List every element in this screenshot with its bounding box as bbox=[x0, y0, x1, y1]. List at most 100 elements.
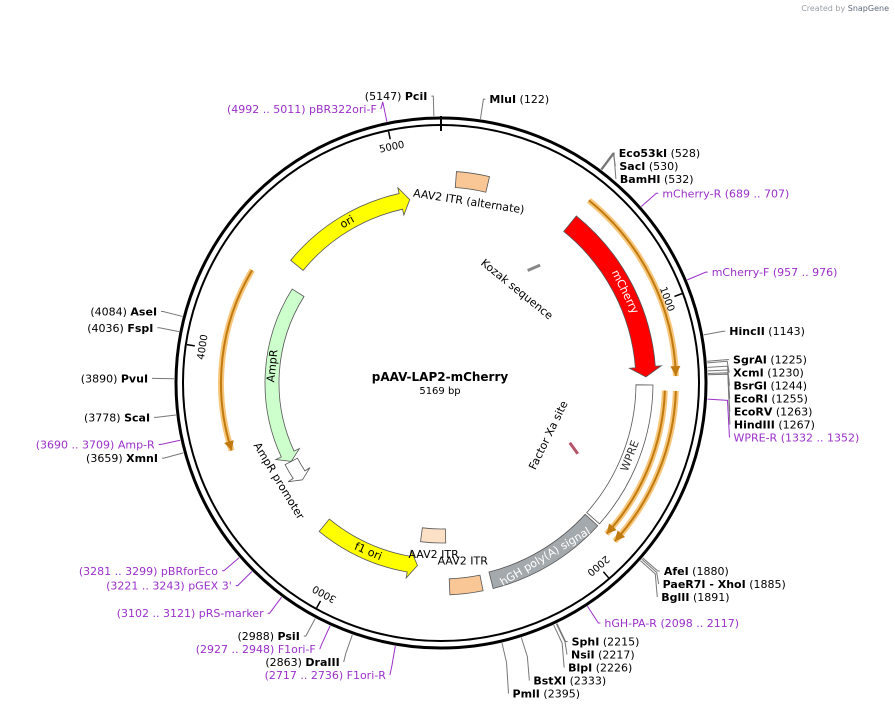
site-leader bbox=[707, 359, 730, 362]
site-position: (4036) bbox=[87, 322, 124, 335]
site-position: (2988) bbox=[237, 630, 274, 643]
feature-shape bbox=[420, 527, 447, 544]
site-label: XcmI (1230) bbox=[733, 367, 804, 380]
feature-label: Factor Xa site bbox=[526, 399, 571, 472]
tick-label: 2000 bbox=[585, 553, 611, 578]
site-leader bbox=[707, 398, 730, 438]
site-label: (4036) FspI bbox=[87, 322, 153, 335]
site-name: PvuI bbox=[121, 372, 148, 385]
site-label: (3221 .. 3243) pGEX 3' bbox=[106, 580, 232, 593]
site-position: (2333) bbox=[570, 675, 607, 688]
site-name: MluI bbox=[489, 93, 516, 106]
site-label: (3102 .. 3121) pRS-marker bbox=[117, 607, 264, 620]
site-position: (530) bbox=[649, 160, 679, 173]
plasmid-backbone bbox=[174, 116, 708, 650]
feature-arrow bbox=[220, 269, 254, 451]
site-position: (1880) bbox=[692, 565, 729, 578]
site-name: EcoRV bbox=[734, 406, 773, 419]
site-position: (3281 .. 3299) bbox=[79, 565, 158, 578]
site-position: (2927 .. 2948) bbox=[196, 643, 275, 656]
feature-shape bbox=[448, 574, 484, 596]
site-label: PaeR7I - XhoI (1885) bbox=[663, 578, 786, 591]
tick-label: 4000 bbox=[196, 334, 211, 361]
tick-mark bbox=[674, 292, 683, 298]
site-name: FspI bbox=[127, 322, 153, 335]
feature-shape bbox=[586, 384, 654, 525]
site-name: F1ori-F bbox=[278, 643, 316, 656]
feature-label: AAV2 ITR (alternate) bbox=[412, 187, 525, 217]
site-position: (3102 .. 3121) bbox=[117, 607, 196, 620]
site-label: PmlI (2395) bbox=[513, 688, 580, 701]
site-name: hGH-PA-R bbox=[604, 617, 657, 630]
site-leader bbox=[154, 414, 176, 418]
site-leader bbox=[703, 330, 726, 336]
credit-prefix: Created by bbox=[801, 4, 846, 13]
site-position: (2395) bbox=[543, 688, 580, 701]
site-name: PsiI bbox=[278, 630, 300, 643]
site-leader bbox=[158, 439, 181, 446]
feature-mark bbox=[568, 441, 579, 455]
site-position: (528) bbox=[671, 147, 701, 160]
site-name: BsrGI bbox=[734, 380, 767, 393]
snapgene-brand: SnapGene bbox=[847, 4, 889, 13]
site-label: hGH-PA-R (2098 .. 2117) bbox=[604, 617, 739, 630]
site-name: BamHI bbox=[620, 173, 661, 186]
feature-arrowhead bbox=[670, 365, 681, 377]
site-label: NsiI (2217) bbox=[571, 649, 635, 662]
site-position: (2863) bbox=[265, 656, 302, 669]
site-leader bbox=[161, 310, 183, 317]
site-position: (1225) bbox=[770, 354, 807, 367]
feature-arrowhead bbox=[606, 523, 617, 534]
site-leader bbox=[343, 634, 353, 663]
site-leader bbox=[520, 637, 530, 681]
site-leader bbox=[707, 360, 730, 373]
site-name: pBRforEco bbox=[161, 565, 218, 578]
restriction-sites-layer: MluI (122)Eco53kI (528)SacI (530)BamHI (… bbox=[36, 90, 859, 700]
site-position: (532) bbox=[664, 173, 694, 186]
site-name: SphI bbox=[572, 636, 600, 649]
site-leader bbox=[157, 327, 180, 333]
site-position: (3659) bbox=[86, 452, 123, 465]
site-position: (4084) bbox=[90, 305, 127, 318]
feature-shape bbox=[454, 171, 491, 193]
site-name: AseI bbox=[130, 305, 157, 318]
site-label: (3281 .. 3299) pBRforEco bbox=[79, 565, 218, 578]
site-leader bbox=[389, 645, 396, 676]
site-position: (689 .. 707) bbox=[725, 187, 790, 200]
site-leader bbox=[707, 373, 731, 425]
snapgene-credit: Created by SnapGene bbox=[801, 4, 889, 13]
site-label: EcoRV (1263) bbox=[734, 406, 813, 419]
site-name: ScaI bbox=[124, 411, 150, 424]
site-name: DraIII bbox=[305, 656, 339, 669]
site-label: (4084) AseI bbox=[90, 305, 157, 318]
site-label: (3890) PvuI bbox=[81, 372, 148, 385]
site-label: Eco53kI (528) bbox=[619, 147, 700, 160]
site-position: (1332 .. 1352) bbox=[781, 432, 860, 445]
site-position: (1244) bbox=[770, 380, 807, 393]
site-label: (2863) DraIII bbox=[265, 656, 339, 669]
site-position: (2098 .. 2117) bbox=[660, 617, 739, 630]
site-label: mCherry-R (689 .. 707) bbox=[662, 187, 789, 200]
plasmid-name: pAAV-LAP2-mCherry bbox=[372, 370, 509, 384]
site-position: (1255) bbox=[771, 393, 808, 406]
site-name: HindIII bbox=[734, 419, 775, 432]
plasmid-size: 5169 bp bbox=[419, 386, 460, 397]
site-name: AfeI bbox=[664, 565, 689, 578]
site-position: (1885) bbox=[749, 578, 786, 591]
site-label: (5147) PciI bbox=[365, 90, 428, 103]
site-name: pRS-marker bbox=[199, 607, 264, 620]
feature-label: AmpR bbox=[264, 349, 280, 383]
site-leader bbox=[640, 192, 659, 207]
feature-shape bbox=[284, 457, 311, 483]
site-label: BamHI (532) bbox=[620, 173, 694, 186]
site-leader bbox=[235, 571, 253, 587]
site-leader bbox=[303, 618, 316, 637]
site-position: (5147) bbox=[365, 90, 402, 103]
site-name: EcoRI bbox=[734, 393, 768, 406]
site-name: XmnI bbox=[126, 452, 158, 465]
tick-label: 5000 bbox=[378, 140, 405, 156]
site-label: SacI (530) bbox=[619, 160, 678, 173]
site-leader bbox=[501, 642, 510, 694]
site-name: mCherry-R bbox=[662, 187, 721, 200]
feature-arrow bbox=[588, 199, 677, 377]
